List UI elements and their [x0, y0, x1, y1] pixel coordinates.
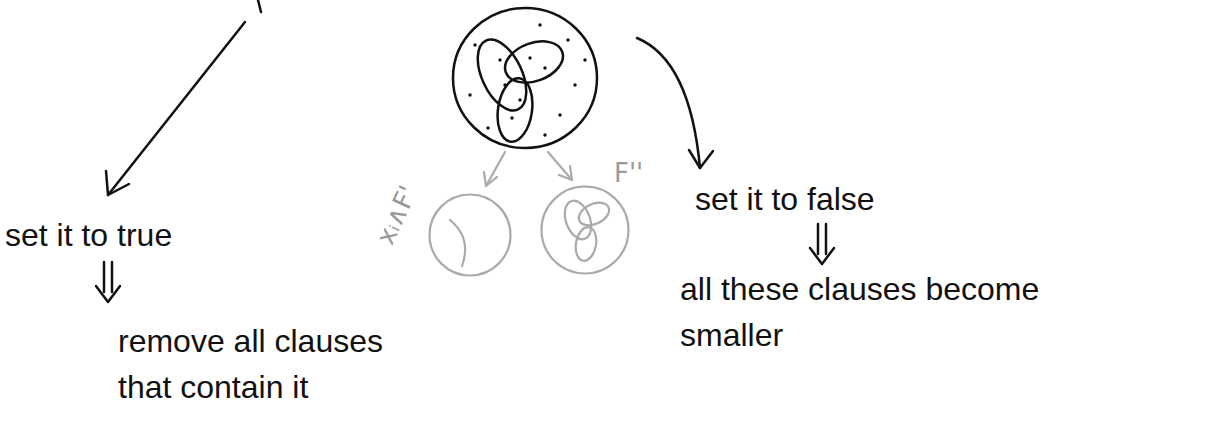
- note-text: all these clauses become smaller: [680, 266, 1120, 358]
- implies-arrow: [96, 286, 120, 302]
- grey-arrow: [486, 152, 505, 186]
- stroke-stub: [258, 0, 261, 12]
- branch-arrow: [637, 38, 700, 168]
- literal-dots: [468, 23, 586, 136]
- formula-label: xᵢ∧F': [370, 181, 423, 249]
- implies-arrow: [810, 248, 834, 264]
- arrow-head: [484, 172, 497, 186]
- circle-outline: [542, 187, 629, 274]
- note-text: set it to true: [5, 212, 265, 258]
- implies-arrow: [825, 224, 828, 254]
- implies-arrow: [111, 262, 114, 292]
- formula-label: F'': [614, 158, 643, 188]
- branch-arrow: [108, 22, 245, 195]
- clause-ellipse: [494, 76, 537, 144]
- subformula-circle: F'': [540, 185, 630, 275]
- implies-arrow: [817, 224, 820, 254]
- note-text: set it to false: [695, 176, 1015, 222]
- formula-circle: [453, 8, 597, 148]
- arrow-head: [689, 150, 713, 168]
- grey-arrow: [548, 152, 572, 180]
- arrow-head: [106, 171, 129, 195]
- reduced-clause: [575, 198, 612, 230]
- circle-outline: [428, 193, 512, 277]
- subformula-circle: xᵢ∧F': [428, 193, 512, 277]
- note-text: remove all clauses that contain it: [118, 318, 418, 410]
- implies-arrow: [103, 262, 106, 292]
- circle-outline: [430, 195, 511, 276]
- reduced-clause: [573, 226, 599, 263]
- reduced-clause: [450, 220, 465, 266]
- arrow-head: [559, 166, 572, 180]
- circle-outline: [540, 185, 630, 275]
